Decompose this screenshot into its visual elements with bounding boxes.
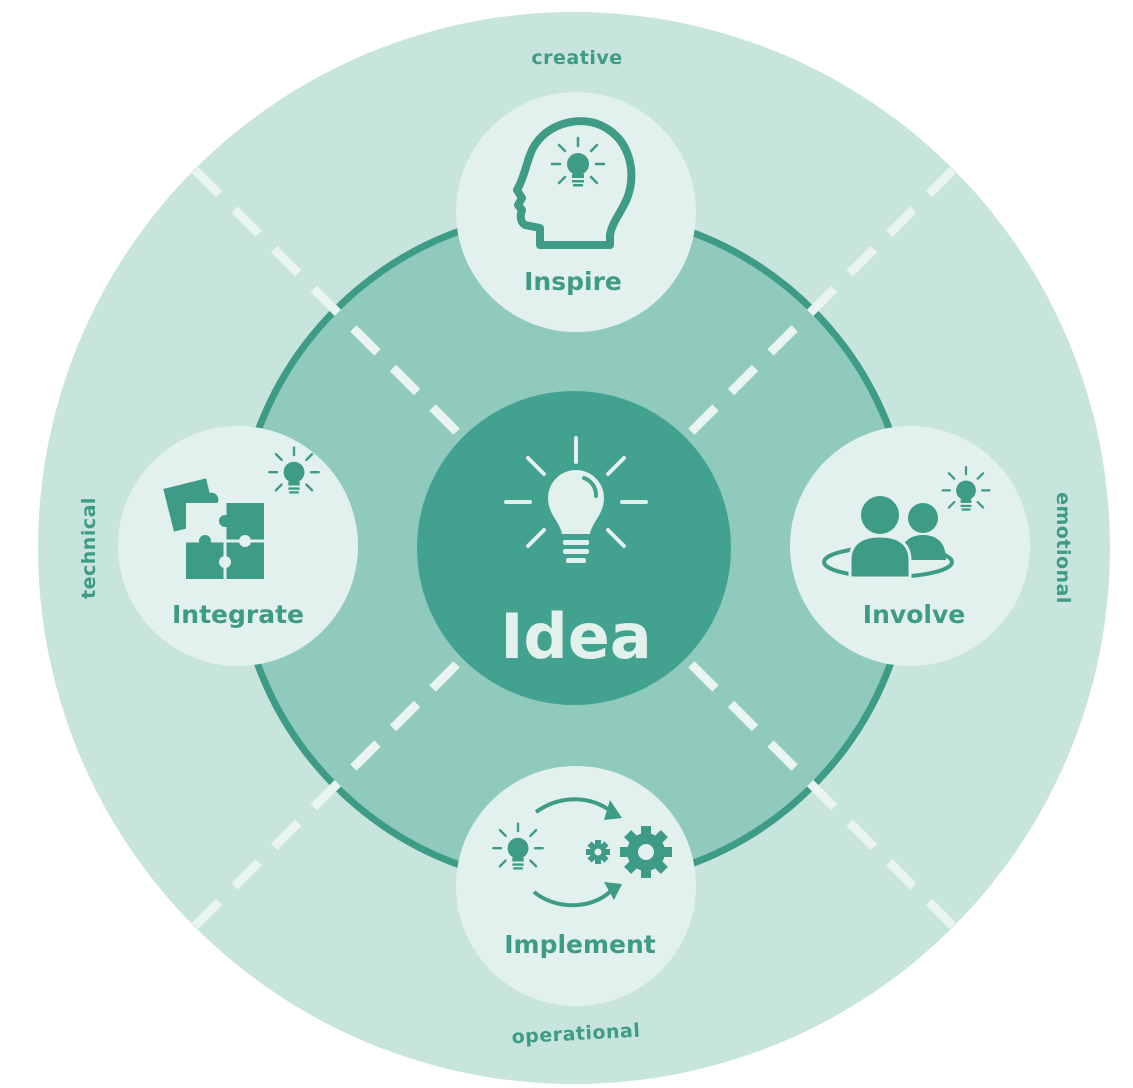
lightbulb-to-gears-icon bbox=[492, 797, 672, 908]
center-circle bbox=[417, 391, 731, 705]
people-lightbulb-icon bbox=[822, 465, 991, 580]
node-label-integrate: Integrate bbox=[172, 600, 304, 629]
node-label-involve: Involve bbox=[863, 600, 965, 629]
head-lightbulb-icon bbox=[513, 117, 636, 249]
dimension-label-left: technical bbox=[78, 497, 100, 599]
dimension-label-top: creative bbox=[531, 47, 622, 69]
node-involve: Involve bbox=[790, 426, 1030, 666]
dashed-dividers bbox=[191, 166, 957, 930]
puzzle-lightbulb-icon bbox=[163, 446, 320, 579]
node-implement: Implement bbox=[456, 766, 696, 1006]
node-label-inspire: Inspire bbox=[524, 267, 622, 296]
node-label-implement: Implement bbox=[504, 930, 656, 959]
node-inspire: Inspire bbox=[456, 92, 696, 332]
dimension-label-right: emotional bbox=[1052, 492, 1074, 604]
center-label: Idea bbox=[500, 600, 651, 673]
lightbulb-icon bbox=[504, 436, 648, 563]
node-integrate: Integrate bbox=[118, 426, 358, 666]
